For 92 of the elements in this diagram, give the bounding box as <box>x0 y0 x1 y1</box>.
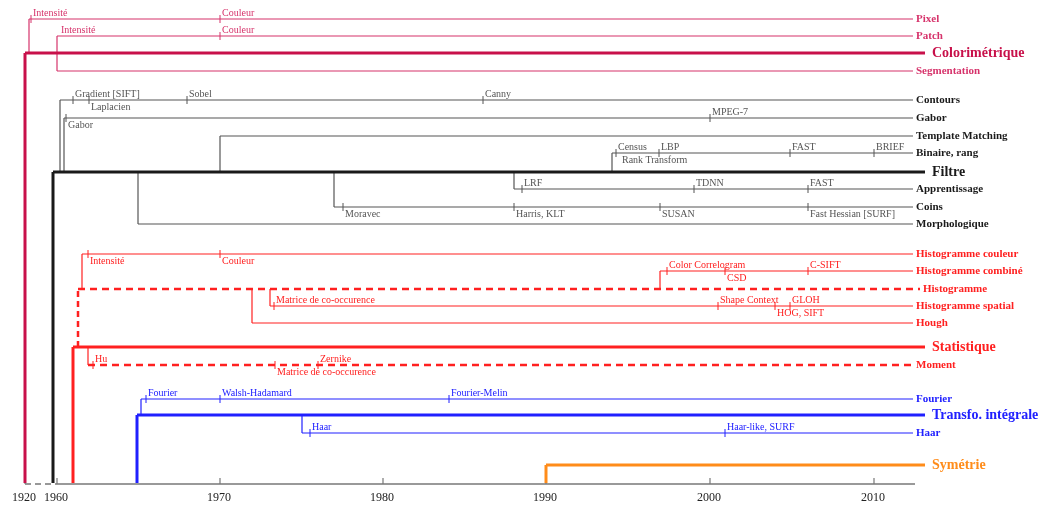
branch-connector <box>251 288 253 324</box>
method-label: Intensité <box>61 24 96 35</box>
method-label: GLOH <box>792 294 820 305</box>
year-label: 1980 <box>370 490 394 504</box>
branch-connector <box>59 99 61 173</box>
method-label: Color Correlogram <box>669 259 746 270</box>
branch-connector <box>56 52 58 72</box>
branch-label: Histogramme <box>923 282 988 295</box>
category-label: Statistique <box>932 338 996 355</box>
method-label: Harris, KLT <box>516 208 565 219</box>
branch-connector <box>611 152 613 173</box>
method-label: Walsh-Hadamard <box>222 387 292 398</box>
method-label: BRIEF <box>876 141 905 152</box>
method-label: Fourier-Melin <box>451 387 508 398</box>
method-label: FAST <box>810 177 834 188</box>
branch-label: Contours <box>916 93 960 106</box>
branch-connector <box>269 288 271 307</box>
branch-label: Moment <box>916 358 956 371</box>
method-label: CSD <box>727 272 747 283</box>
year-label: 1970 <box>207 490 231 504</box>
year-label: 1960 <box>44 490 68 504</box>
branch-label: Hough <box>916 316 948 329</box>
method-label: Gradient [SIFT] <box>75 88 140 99</box>
year-label: 2010 <box>861 490 885 504</box>
branch-connector <box>333 171 335 208</box>
branch-label: Morphologique <box>916 217 989 230</box>
branch-connector <box>140 398 142 416</box>
category-label: Colorimétrique <box>932 44 1025 61</box>
year-label: 2000 <box>697 490 721 504</box>
branch-label: Histogramme spatial <box>916 299 1015 312</box>
method-label: LBP <box>661 141 680 152</box>
method-label: Moravec <box>345 208 381 219</box>
method-label: TDNN <box>696 177 724 188</box>
method-label: C-SIFT <box>810 259 841 270</box>
branch-connector <box>659 270 661 290</box>
method-label: Fourier <box>148 387 178 398</box>
method-label: Matrice de co-occurence <box>277 366 376 377</box>
method-label: Couleur <box>222 24 255 35</box>
method-label: Intensité <box>90 255 125 266</box>
method-label: MPEG-7 <box>712 106 749 117</box>
method-label: Zernike <box>320 353 352 364</box>
method-label: FAST <box>792 141 816 152</box>
method-label: Sobel <box>189 88 212 99</box>
method-label: Fast Hessian [SURF] <box>810 208 895 219</box>
branch-stem <box>135 415 139 483</box>
branch-label: Apprentissage <box>916 182 984 195</box>
branch-connector <box>87 346 89 366</box>
branch-label: Histogramme couleur <box>916 247 1019 260</box>
method-label: Rank Transform <box>622 154 688 165</box>
method-label: Matrice de co-occurence <box>276 294 375 305</box>
method-label: Canny <box>485 88 512 99</box>
method-label: HOG, SIFT <box>777 307 825 318</box>
branch-label: Haar <box>916 426 941 439</box>
branch-connector <box>137 171 139 225</box>
branch-stem <box>544 465 548 483</box>
method-label: Hu <box>95 353 108 364</box>
branch-connector <box>219 135 221 173</box>
method-label: Couleur <box>222 7 255 18</box>
method-label: Gabor <box>68 119 93 130</box>
year-label: 1990 <box>533 490 557 504</box>
branch-connector <box>56 35 58 54</box>
branch-connector <box>513 171 515 190</box>
method-label: Laplacien <box>91 101 131 112</box>
category-label: Symétrie <box>932 456 986 473</box>
branch-stem <box>23 53 27 483</box>
method-label: SUSAN <box>662 208 695 219</box>
branch-stem <box>71 347 75 483</box>
branch-connector <box>28 18 30 54</box>
branch-label: Pixel <box>916 12 940 25</box>
method-label: Haar <box>312 421 332 432</box>
branch-label: Fourier <box>916 392 953 405</box>
branch-connector <box>63 117 65 173</box>
branch-label: Histogramme combiné <box>916 264 1023 277</box>
method-label: Intensité <box>33 7 68 18</box>
method-label: Haar-like, SURF <box>727 421 795 432</box>
category-label: Filtre <box>932 163 966 180</box>
branch-label: Coins <box>916 200 943 213</box>
method-label: Census <box>618 141 647 152</box>
branch-label: Segmentation <box>916 64 981 77</box>
branch-stem <box>51 172 55 483</box>
method-label: Shape Context <box>720 294 779 305</box>
category-label: Transfo. intégrale <box>932 406 1039 423</box>
branch-label: Binaire, rang <box>916 146 979 159</box>
branch-label: Template Matching <box>916 129 1008 142</box>
method-label: Couleur <box>222 255 255 266</box>
branch-label: Gabor <box>916 111 947 124</box>
branch-connector <box>81 253 83 290</box>
method-label: LRF <box>524 177 543 188</box>
branch-connector <box>76 289 80 347</box>
branch-label: Patch <box>916 29 943 42</box>
year-label: 1920 <box>12 490 36 504</box>
branch-connector <box>301 414 303 434</box>
